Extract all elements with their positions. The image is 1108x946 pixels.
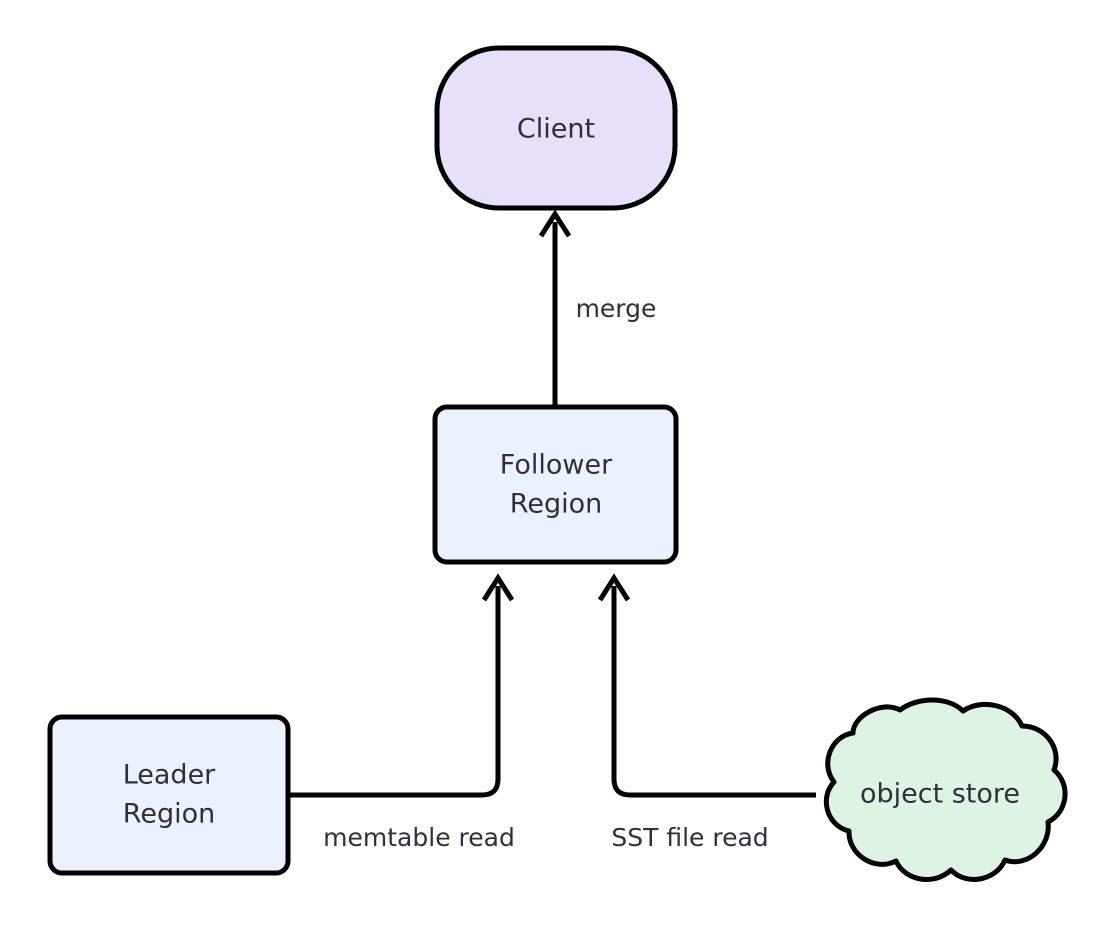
node-leader-region-label-line2: Region <box>123 799 215 830</box>
edge-objectstore-to-follower <box>597 573 816 798</box>
node-leader-region-label-line1: Leader <box>123 760 216 791</box>
edge-follower-to-client-arrowhead <box>538 209 572 238</box>
edge-objectstore-to-follower-line <box>611 586 816 798</box>
edge-label-sst-file-read: SST file read <box>611 823 768 852</box>
edge-leader-to-follower-line <box>290 586 501 798</box>
node-object-store-shape[interactable] <box>823 697 1068 882</box>
edge-objectstore-to-follower-arrowhead <box>597 573 631 602</box>
node-leader-region[interactable]: Leader Region <box>47 714 291 876</box>
node-leader-region-shape[interactable] <box>47 714 291 876</box>
node-client-label: Client <box>517 114 595 145</box>
edge-follower-to-client <box>538 209 572 407</box>
node-client[interactable]: Client <box>434 45 678 211</box>
node-follower-region-label-line2: Region <box>510 489 602 520</box>
edge-label-memtable-read: memtable read <box>323 823 515 852</box>
node-follower-region[interactable]: Follower Region <box>432 404 679 565</box>
node-object-store-label: object store <box>860 779 1020 810</box>
node-client-shape[interactable] <box>434 45 678 211</box>
node-follower-region-shape[interactable] <box>432 404 679 565</box>
edge-label-merge: merge <box>576 294 657 323</box>
node-follower-region-label-line1: Follower <box>500 450 613 481</box>
edge-leader-to-follower-arrowhead <box>481 573 515 602</box>
node-object-store[interactable]: object store <box>823 697 1068 882</box>
edge-leader-to-follower <box>290 573 515 798</box>
